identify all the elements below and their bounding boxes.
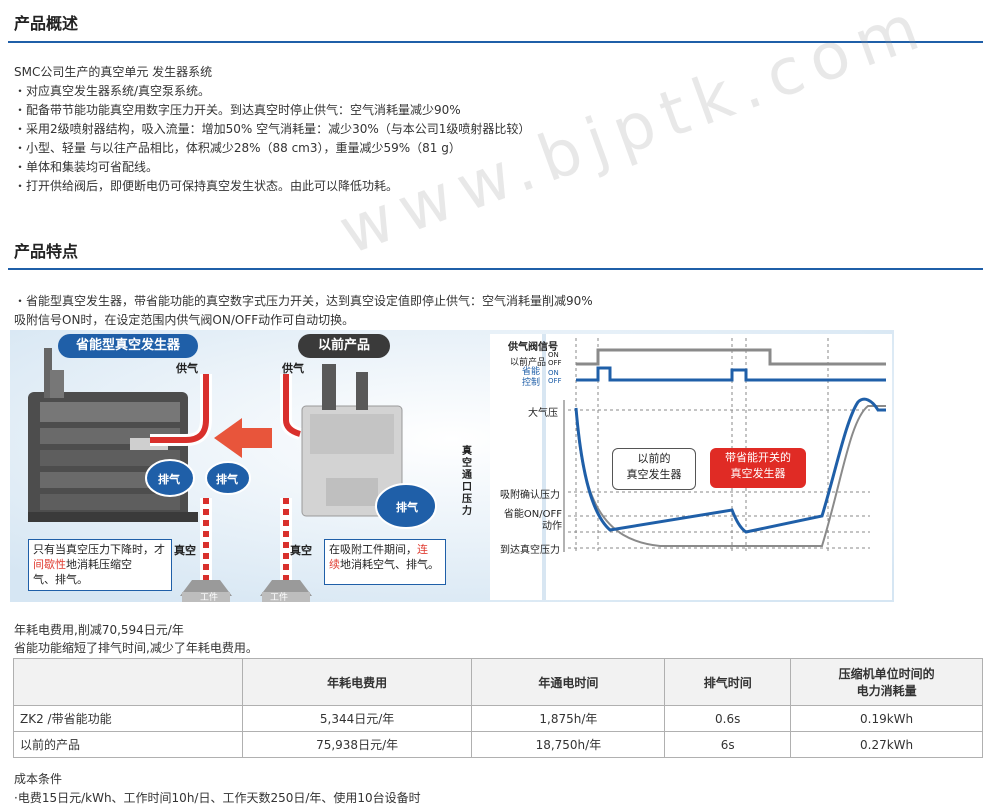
workpiece-label-left: 工件 (200, 593, 219, 603)
overview-title: 产品概述 (14, 14, 79, 33)
overview-bullet: ・单体和集装均可省配线。 (14, 160, 159, 174)
table-row: 以前的产品 75,938日元/年 18,750h/年 6s 0.27kWh (13, 731, 983, 758)
vacuum-label-left: 真空 (174, 544, 196, 557)
supply-label-left: 供气 (176, 362, 198, 375)
table-header: 年通电时间 (471, 658, 666, 706)
table-cell: 1,875h/年 (471, 705, 666, 732)
exhaust-label-middle: 排气 (216, 473, 238, 486)
vacuum-label-right: 真空 (290, 544, 312, 557)
eco-signal-label: 省能控制 (522, 367, 541, 388)
features-title: 产品特点 (14, 242, 79, 261)
confirm-pressure-label: 吸附确认压力 (500, 490, 560, 501)
eco-note: 只有当真空压力下降时，才间歇性地消耗压缩空气、排气。 (28, 539, 172, 591)
exhaust-label-left: 排气 (158, 473, 180, 486)
table-cell: 0.27kWh (790, 731, 983, 758)
eco-generator-title: 省能型真空发生器 (58, 334, 198, 358)
table-header: 排气时间 (664, 658, 792, 706)
table-header (13, 658, 243, 706)
table-cell: 以前的产品 (13, 731, 243, 758)
overview-bullet: ・小型、轻量 与以往产品相比，体积减少28%（88 cm3），重量减少59%（8… (14, 141, 461, 155)
overview-bullet: ・采用2级喷射器结构，吸入流量：增加50% 空气消耗量：减少30%（与本公司1级… (14, 122, 531, 136)
overview-bullet: ・对应真空发生器系统/真空泵系统。 (14, 84, 211, 98)
table-cell: 75,938日元/年 (241, 731, 473, 758)
overview-divider (8, 41, 983, 43)
previous-generator-illustration (301, 364, 403, 517)
features-line: 吸附信号ON时，在设定范围内供气阀ON/OFF动作可自动切换。 (14, 313, 355, 327)
table-cell: 0.19kWh (790, 705, 983, 732)
reach-pressure-label: 到达真空压力 (500, 545, 560, 556)
table-cell: 5,344日元/年 (241, 705, 473, 732)
prev-signal-label: 以前产品 (510, 358, 547, 368)
cost-line: ·电费15日元/kWh、工作时间10h/日、工作天数250日/年、使用10台设备… (14, 791, 421, 805)
overview-bullet: ・配备带节能功能真空用数字压力开关。到达真空时停止供气：空气消耗量减少90% (14, 103, 461, 117)
eco-generator-illustration (28, 348, 198, 522)
signal-label: 供气阀信号 (508, 342, 558, 353)
table-cell: 0.6s (664, 705, 792, 732)
callout-eco: 带省能开关的真空发生器 (710, 448, 806, 488)
features-line: ・省能型真空发生器，带省能功能的真空数字式压力开关，达到真空设定值即停止供气：空… (14, 294, 593, 308)
y-axis-label: 真空通口压力 (462, 446, 472, 517)
table-header: 压缩机单位时间的电力消耗量 (790, 658, 983, 706)
table-cell: 18,750h/年 (471, 731, 666, 758)
exhaust-label-right: 排气 (396, 501, 418, 514)
annual-line: 年耗电费用,削减70,594日元/年 (14, 623, 184, 637)
cost-table: 年耗电费用 年通电时间 排气时间 压缩机单位时间的电力消耗量 ZK2 /带省能功… (13, 658, 983, 758)
supply-label-right: 供气 (282, 362, 304, 375)
workpiece-label-right: 工件 (270, 593, 289, 603)
table-cell: 6s (664, 731, 792, 758)
table-cell: ZK2 /带省能功能 (13, 705, 243, 732)
previous-note: 在吸附工件期间，连续地消耗空气、排气。 (324, 539, 446, 585)
overview-intro: SMC公司生产的真空单元 发生器系统 (14, 65, 213, 79)
table-row: ZK2 /带省能功能 5,344日元/年 1,875h/年 0.6s 0.19k… (13, 705, 983, 732)
callout-previous: 以前的真空发生器 (612, 448, 696, 490)
table-header-row: 年耗电费用 年通电时间 排气时间 压缩机单位时间的电力消耗量 (13, 658, 983, 706)
features-divider (8, 268, 983, 270)
annual-line: 省能功能缩短了排气时间,减少了年耗电费用。 (14, 641, 258, 655)
atm-label: 大气压 (528, 408, 558, 419)
table-header: 年耗电费用 (241, 658, 473, 706)
overview-bullet: ・打开供给阀后，即便断电仍可保持真空发生状态。由此可以降低功耗。 (14, 179, 399, 193)
previous-product-title: 以前产品 (298, 334, 390, 358)
cost-title: 成本条件 (14, 772, 63, 786)
